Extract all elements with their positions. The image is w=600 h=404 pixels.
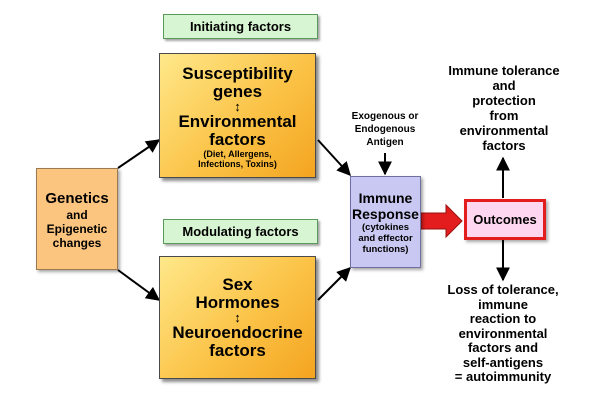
arrow-immune-to-outcomes [420, 203, 463, 239]
antigen-label: Exogenous or Endogenous Antigen [351, 111, 419, 148]
arrow-genetics-to-initiating [117, 139, 161, 169]
arrow-genetics-to-modulating [117, 269, 161, 301]
genetics-box: Genetics and Epigenetic changes [36, 168, 118, 270]
bidirectional-arrow-icon: ↕ [234, 98, 241, 114]
arrow-initiating-to-immune [317, 139, 351, 177]
outcomes-box: Outcomes [464, 199, 546, 240]
tolerance-outcome-text: Immune tolerance and protection from env… [448, 63, 560, 153]
bidirectional-arrow-icon: ↕ [234, 309, 241, 325]
modulating-factors-box: Sex Hormones ↕ Neuroendocrine factors [159, 256, 316, 379]
autoimmunity-outcome-text: Loss of tolerance, immune reaction to en… [447, 282, 559, 384]
initiating-factors-label: Initiating factors [163, 14, 318, 39]
initiating-factors-box: Susceptibility genes ↕ Environmental fac… [159, 53, 316, 178]
arrow-modulating-to-immune [317, 267, 351, 301]
immune-response-box: Immune Response (cytokines and effector … [350, 176, 421, 268]
modulating-factors-label: Modulating factors [163, 219, 318, 244]
